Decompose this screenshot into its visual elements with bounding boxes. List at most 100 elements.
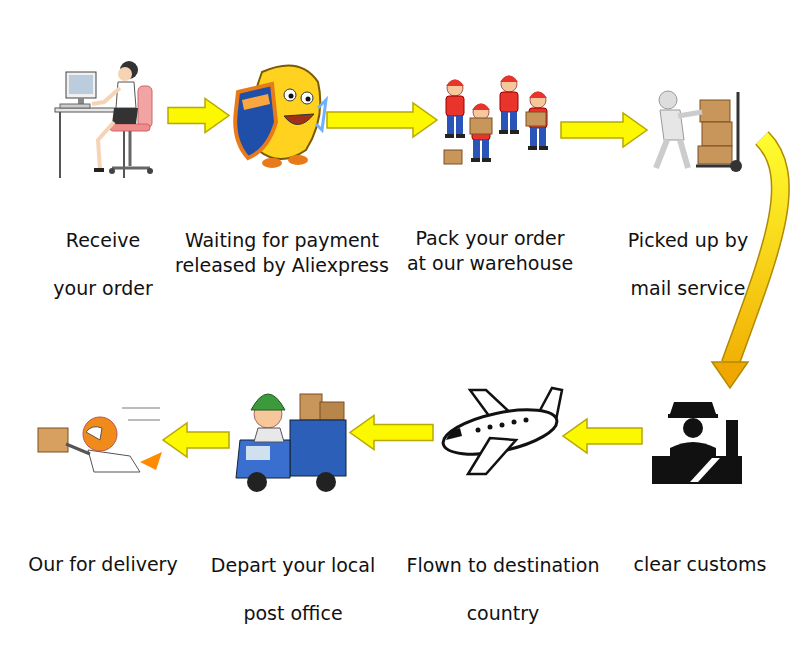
plane-wing [468, 438, 516, 474]
woman-at-desk [55, 61, 153, 178]
mascot-eye [284, 89, 296, 101]
officer-head [683, 418, 703, 438]
truck-wheel [316, 472, 336, 492]
step-caption: Waiting for payment released by Aliexpre… [175, 228, 390, 278]
delivery-runner [38, 408, 162, 472]
runner-body [88, 450, 140, 472]
customs-desk [652, 456, 742, 484]
torso [116, 82, 136, 108]
shield [235, 84, 276, 158]
step-node: Picked up by mail service [650, 90, 760, 170]
courier-leg [680, 140, 688, 168]
helmet-visor [86, 427, 102, 440]
parcel [300, 394, 322, 420]
face [118, 67, 132, 81]
truck-cab [236, 440, 290, 478]
warehouse-workers [444, 76, 548, 165]
parcel [470, 118, 492, 134]
plane-window [488, 425, 493, 430]
courier-arm [678, 112, 702, 116]
step-caption: Flown to destination country [388, 541, 618, 637]
keyboard [60, 104, 90, 108]
parcel [320, 402, 344, 420]
desk-leg [59, 112, 61, 178]
arrow-body [561, 113, 647, 147]
flow-arrow [350, 416, 433, 450]
chair-wheel [147, 168, 153, 174]
shield-stripe [242, 94, 270, 110]
worker [499, 76, 519, 135]
parcel [702, 122, 732, 146]
parcel [38, 428, 68, 452]
step-node: Our for delivery [32, 395, 160, 485]
worker [471, 104, 491, 163]
step-node: Pack your order at our warehouse [440, 70, 558, 170]
step-node: Receive your order [50, 55, 165, 180]
airplane [439, 388, 562, 474]
step-caption: Receive your order [44, 216, 162, 312]
driver-helmet [251, 394, 285, 410]
chair-back [138, 86, 152, 128]
leg [98, 122, 114, 170]
hand-truck [696, 92, 738, 166]
arrow-body [350, 416, 433, 450]
step-caption: Depart your local post office [193, 541, 393, 637]
step-node: clear customs [645, 392, 745, 484]
runner-helmet [83, 417, 117, 451]
flow-arrow [561, 113, 647, 147]
desk-slash [690, 458, 720, 482]
speed-line [122, 407, 160, 409]
mascot-foot [288, 155, 308, 165]
chair-seat [110, 124, 150, 131]
monitor [66, 72, 96, 98]
step-node: Flown to destination country [436, 385, 560, 480]
plane-cockpit [446, 428, 462, 440]
parcel [700, 100, 730, 122]
worker [445, 80, 465, 139]
arrow-body [327, 103, 437, 137]
parcel [444, 150, 462, 164]
flow-arrow [712, 138, 780, 388]
chair-base [112, 167, 150, 170]
hand-truck-courier [656, 91, 742, 172]
plane-window [500, 423, 505, 428]
chair-wheel [109, 168, 115, 174]
runner-arm [66, 444, 90, 454]
truck-window [246, 446, 270, 460]
plane-window [524, 418, 529, 423]
arrow-outline [730, 138, 780, 364]
step-node: Depart your local post office [232, 370, 347, 500]
courier-head [659, 91, 677, 109]
payment-mascot [235, 65, 326, 168]
step-caption: Picked up by mail service [618, 216, 758, 312]
mascot-eye [301, 92, 313, 104]
courier-leg [656, 140, 667, 168]
plane-window [476, 428, 481, 433]
barrier-post [726, 420, 738, 456]
flow-arrow [563, 419, 642, 453]
mascot-foot [262, 158, 282, 168]
parcel [698, 146, 732, 164]
delivery-truck [236, 394, 346, 492]
jet-flame [140, 452, 162, 470]
driver-body [254, 428, 284, 442]
arrow-body [163, 423, 229, 457]
truck-wheel [730, 160, 742, 172]
cap-visor [668, 414, 718, 418]
mascot-mouth [284, 114, 314, 125]
officer-cap [670, 402, 716, 414]
flow-arrow [168, 99, 229, 133]
ribbon [316, 100, 326, 130]
truck-wheel [247, 472, 267, 492]
plane-window [512, 420, 517, 425]
step-caption: Our for delivery [3, 552, 203, 577]
truck-cargo [290, 420, 346, 476]
step-caption: Pack your order at our warehouse [406, 226, 574, 276]
skirt [112, 108, 138, 124]
mascot-pupil [306, 97, 311, 102]
parcel [526, 112, 546, 126]
monitor-screen [69, 75, 93, 94]
step-caption: clear customs [615, 552, 785, 577]
